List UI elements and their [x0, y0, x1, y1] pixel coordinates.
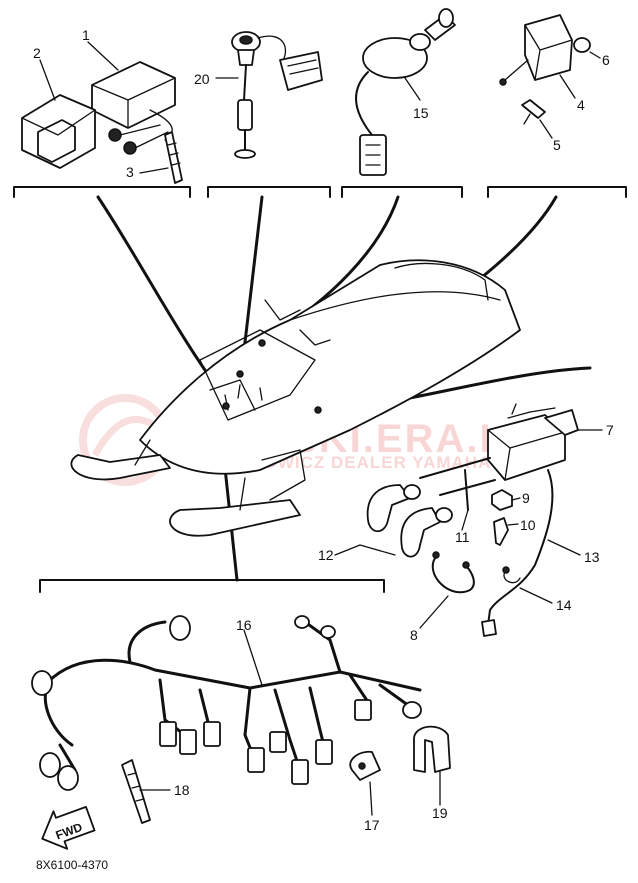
fwd-arrow-icon: FWD [41, 805, 96, 850]
snowmobile [70, 259, 521, 537]
callout-3: 3 [126, 164, 134, 180]
part-band-clamp [413, 725, 451, 773]
harness-connectors [31, 615, 422, 791]
callout-15: 15 [413, 105, 429, 121]
part-cdi-unit [91, 61, 176, 155]
part-coil-bracket [419, 457, 496, 511]
part-band [164, 131, 183, 184]
callout-10: 10 [520, 517, 536, 533]
callout-11: 11 [455, 529, 470, 545]
part-cdi-cover [21, 94, 96, 169]
diagram-code: 8X6100-4370 [36, 858, 108, 872]
part-nut-and-bolt [491, 489, 513, 546]
callout-4: 4 [577, 97, 585, 113]
callout-20: 20 [194, 71, 210, 87]
part-stop-switch [231, 31, 323, 159]
callout-7: 7 [606, 422, 614, 438]
part-plug-cap [366, 484, 453, 558]
part-wire-harness [43, 620, 422, 772]
part-cable-tie [121, 759, 151, 824]
harness-bracket [39, 579, 385, 593]
top-brackets [13, 186, 627, 198]
callout-17: 17 [364, 817, 380, 833]
callout-6: 6 [602, 52, 610, 68]
part-ignition-coil [487, 403, 579, 481]
callout-19: 19 [432, 805, 448, 821]
part-clamp [431, 557, 475, 594]
callout-9: 9 [522, 490, 530, 506]
callout-5: 5 [553, 137, 561, 153]
callout-12: 12 [318, 547, 334, 563]
part-clip [349, 750, 381, 781]
callout-14: 14 [556, 597, 572, 613]
callout-labels: 1 2 3 4 5 6 7 8 9 10 11 12 13 14 15 16 1… [33, 27, 614, 833]
callout-8: 8 [410, 627, 418, 643]
callout-1: 1 [82, 27, 90, 43]
callout-2: 2 [33, 45, 41, 61]
part-lead-wire [481, 469, 554, 637]
callout-13: 13 [584, 549, 600, 565]
callout-18: 18 [174, 782, 190, 798]
part-main-switch [355, 8, 456, 176]
part-regulator [499, 14, 591, 125]
callout-16: 16 [236, 617, 252, 633]
